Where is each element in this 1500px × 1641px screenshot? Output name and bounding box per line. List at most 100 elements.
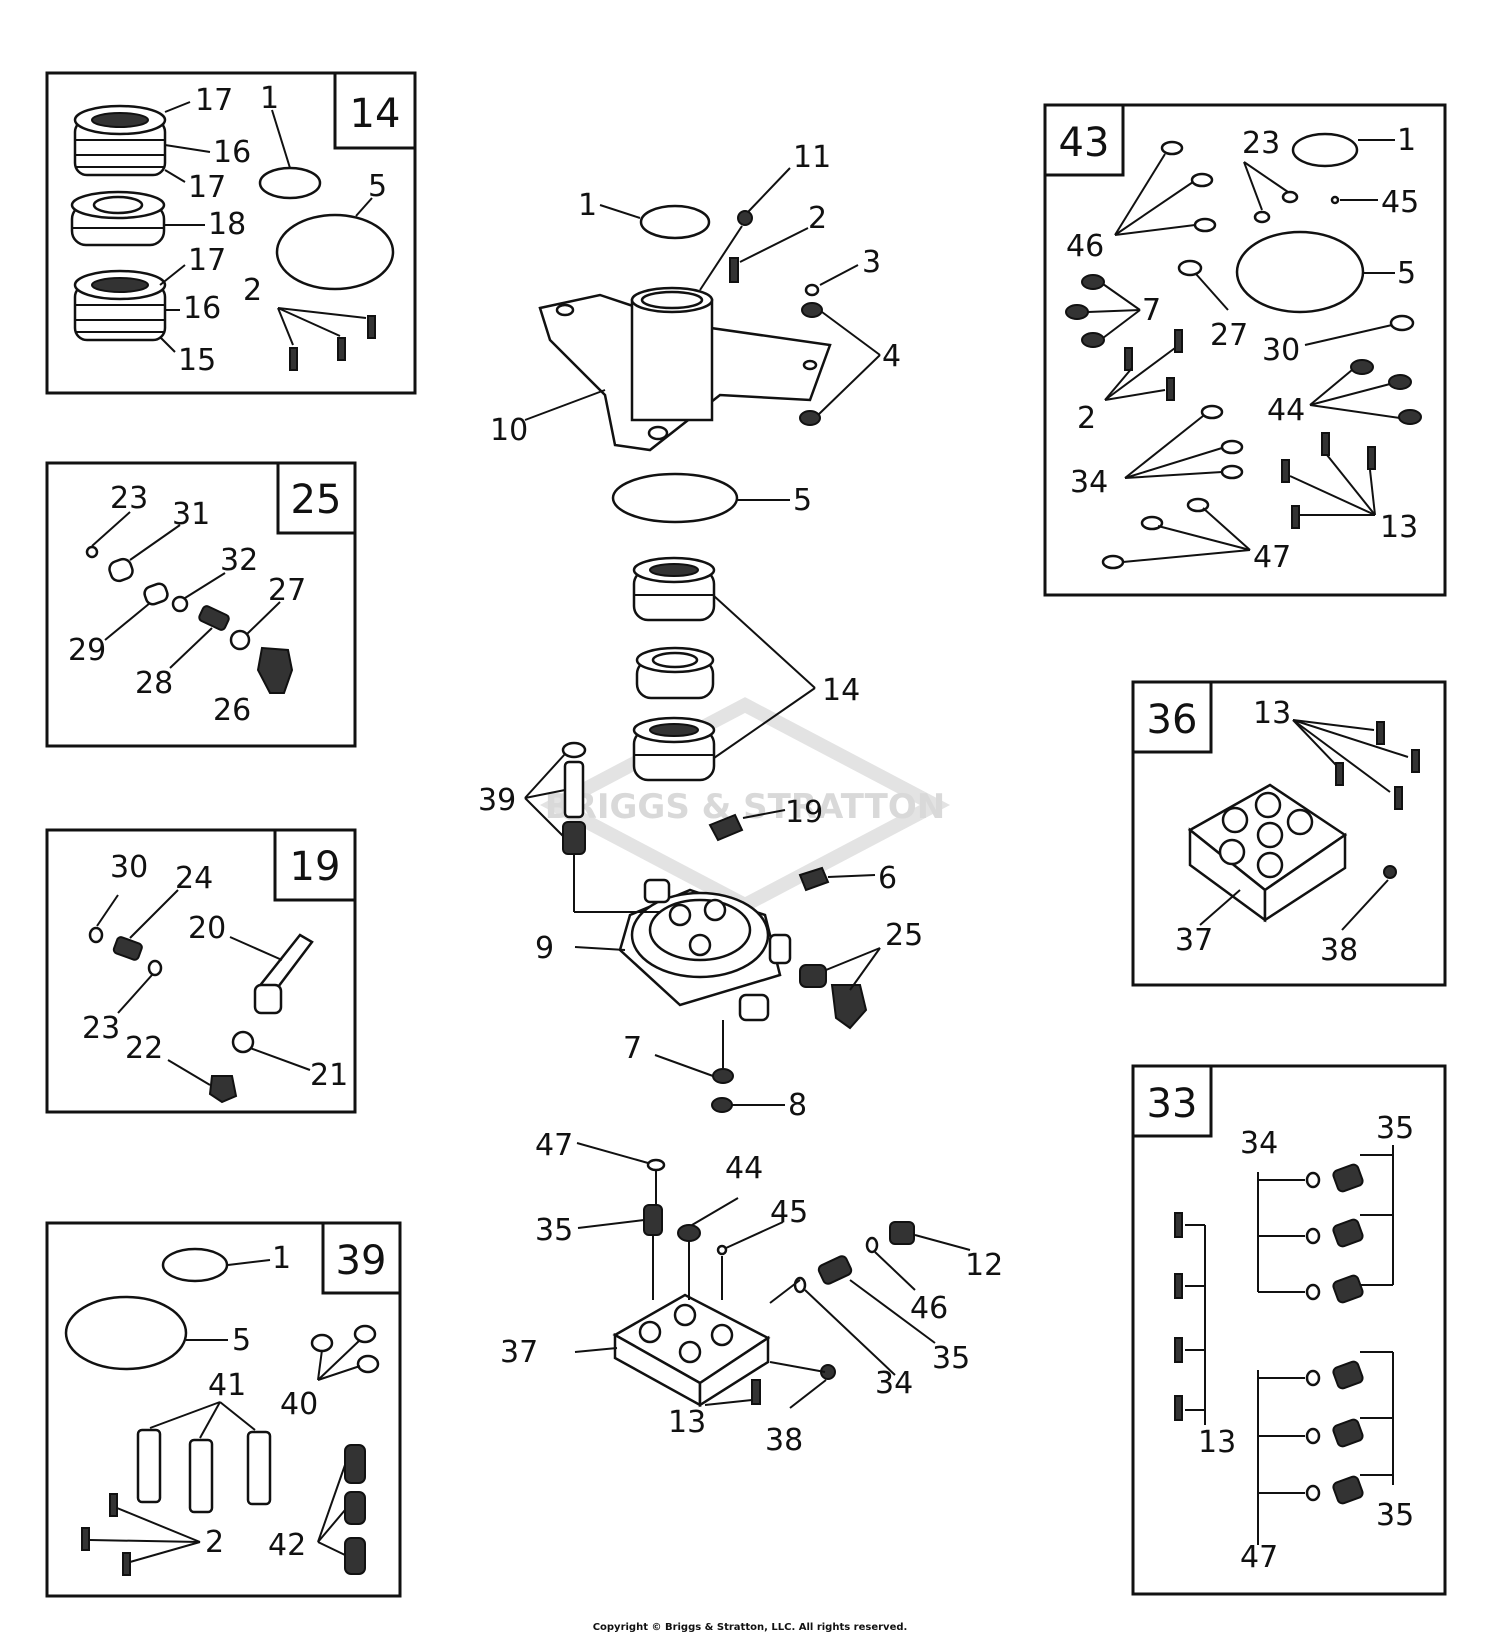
- callout-38: 38: [1320, 933, 1358, 968]
- callout-42: 42: [268, 1528, 306, 1563]
- kit-box-36-number: 36: [1147, 697, 1198, 743]
- kit-box-33-number-frame: [1131, 1064, 1213, 1138]
- kit-box-25: 25 23 31 32 27 29 28 26: [45, 461, 357, 748]
- o-ring-large: [275, 213, 395, 291]
- callout-45: 45: [1381, 185, 1419, 220]
- callout-37: 37: [500, 1335, 538, 1370]
- callout-2: 2: [1077, 401, 1096, 436]
- callout-40: 40: [280, 1387, 318, 1422]
- kit-box-33: 33: [1131, 1064, 1447, 1596]
- plug: [737, 210, 753, 226]
- callout-22: 22: [125, 1031, 163, 1066]
- callout-41: 41: [208, 1368, 246, 1403]
- watermark-text: BRIGGS & STRATTON: [545, 787, 945, 827]
- screws: [289, 315, 376, 371]
- callout-29: 29: [68, 633, 106, 668]
- callout-34: 34: [875, 1366, 913, 1401]
- screw-13: [751, 1379, 761, 1405]
- screw: [729, 257, 739, 283]
- callout-3: 3: [862, 245, 881, 280]
- kit-box-43-number: 43: [1059, 120, 1110, 166]
- callout-5: 5: [793, 483, 812, 518]
- kit-box-19-number: 19: [290, 844, 341, 890]
- o-ring-5: [611, 472, 739, 524]
- callout-5: 5: [368, 169, 387, 204]
- kit-box-36: 36 13 37 38: [1131, 680, 1447, 987]
- callout-34: 34: [1240, 1126, 1278, 1161]
- callout-39: 39: [478, 783, 516, 818]
- callout-47: 47: [535, 1128, 573, 1163]
- callout-34: 34: [1070, 465, 1108, 500]
- check-valve: [799, 964, 827, 988]
- callout-14: 14: [822, 673, 860, 708]
- seal-4-lower: [799, 410, 821, 426]
- callout-4: 4: [882, 339, 901, 374]
- callout-2: 2: [205, 1525, 224, 1560]
- kit-box-39-number-frame: [321, 1221, 402, 1295]
- valve-seat: [561, 741, 587, 759]
- callout-30: 30: [1262, 333, 1300, 368]
- callout-8: 8: [788, 1088, 807, 1123]
- callout-26: 26: [213, 693, 251, 728]
- callout-30: 30: [110, 850, 148, 885]
- lower-manifold: [612, 1293, 771, 1408]
- kit-box-36-number-frame: [1131, 680, 1213, 754]
- springs-lower: [1305, 1360, 1364, 1505]
- kit-box-43-frame: [1043, 103, 1447, 597]
- callout-19: 19: [785, 795, 823, 830]
- callout-17-c: 17: [188, 243, 226, 278]
- springs-upper: [1305, 1163, 1364, 1304]
- callout-23: 23: [1242, 126, 1280, 161]
- copyright-notice: Copyright © Briggs & Stratton, LLC. All …: [592, 1622, 908, 1633]
- callout-18: 18: [208, 207, 246, 242]
- o-ring-small: [258, 166, 322, 200]
- callout-17-a: 17: [195, 83, 233, 118]
- kit-box-39: 39 1 5 41: [45, 1221, 402, 1598]
- seal-adapter: [70, 190, 166, 247]
- callout-17-b: 17: [188, 170, 226, 205]
- callout-44: 44: [1267, 393, 1305, 428]
- pump-manifold: [618, 878, 792, 1022]
- seal-stack-14: [632, 556, 716, 782]
- manifold-block: [1187, 783, 1348, 923]
- callout-31: 31: [172, 497, 210, 532]
- spring-35-side: [817, 1255, 853, 1285]
- kit-box-43-number-frame: [1043, 103, 1125, 177]
- callout-2: 2: [808, 201, 827, 236]
- seal-stack-upper: [73, 104, 167, 177]
- callout-1: 1: [260, 81, 279, 116]
- seal-7: [712, 1068, 734, 1084]
- screws: [1174, 1212, 1183, 1421]
- valve-spring: [562, 821, 586, 855]
- callout-1: 1: [1397, 123, 1416, 158]
- callout-5: 5: [1397, 256, 1416, 291]
- callout-2: 2: [243, 273, 262, 308]
- valve-cap: [830, 984, 868, 1030]
- callout-35-side: 35: [932, 1341, 970, 1376]
- callout-35: 35: [535, 1213, 573, 1248]
- plug-12: [889, 1221, 915, 1245]
- o-ring-45: [716, 1244, 728, 1256]
- callout-13: 13: [668, 1405, 706, 1440]
- kit-box-19-number-frame: [273, 828, 357, 902]
- o-ring-46: [865, 1236, 879, 1254]
- callout-13: 13: [1380, 510, 1418, 545]
- kit-box-14-number: 14: [350, 91, 401, 137]
- callout-23: 23: [82, 1011, 120, 1046]
- callout-44: 44: [725, 1151, 763, 1186]
- callout-10: 10: [490, 413, 528, 448]
- kit-box-33-number: 33: [1147, 1081, 1198, 1127]
- callout-35-upper: 35: [1376, 1111, 1414, 1146]
- callout-6: 6: [878, 861, 897, 896]
- seal-44: [677, 1224, 701, 1242]
- callout-21: 21: [310, 1058, 348, 1093]
- o-ring-top: [639, 204, 711, 240]
- callout-7: 7: [623, 1031, 642, 1066]
- seal-4-upper: [801, 302, 823, 318]
- callout-27: 27: [1210, 318, 1248, 353]
- callout-20: 20: [188, 911, 226, 946]
- callout-46: 46: [910, 1291, 948, 1326]
- seal-8: [711, 1097, 733, 1113]
- callout-28: 28: [135, 666, 173, 701]
- fitting-19: [708, 813, 744, 842]
